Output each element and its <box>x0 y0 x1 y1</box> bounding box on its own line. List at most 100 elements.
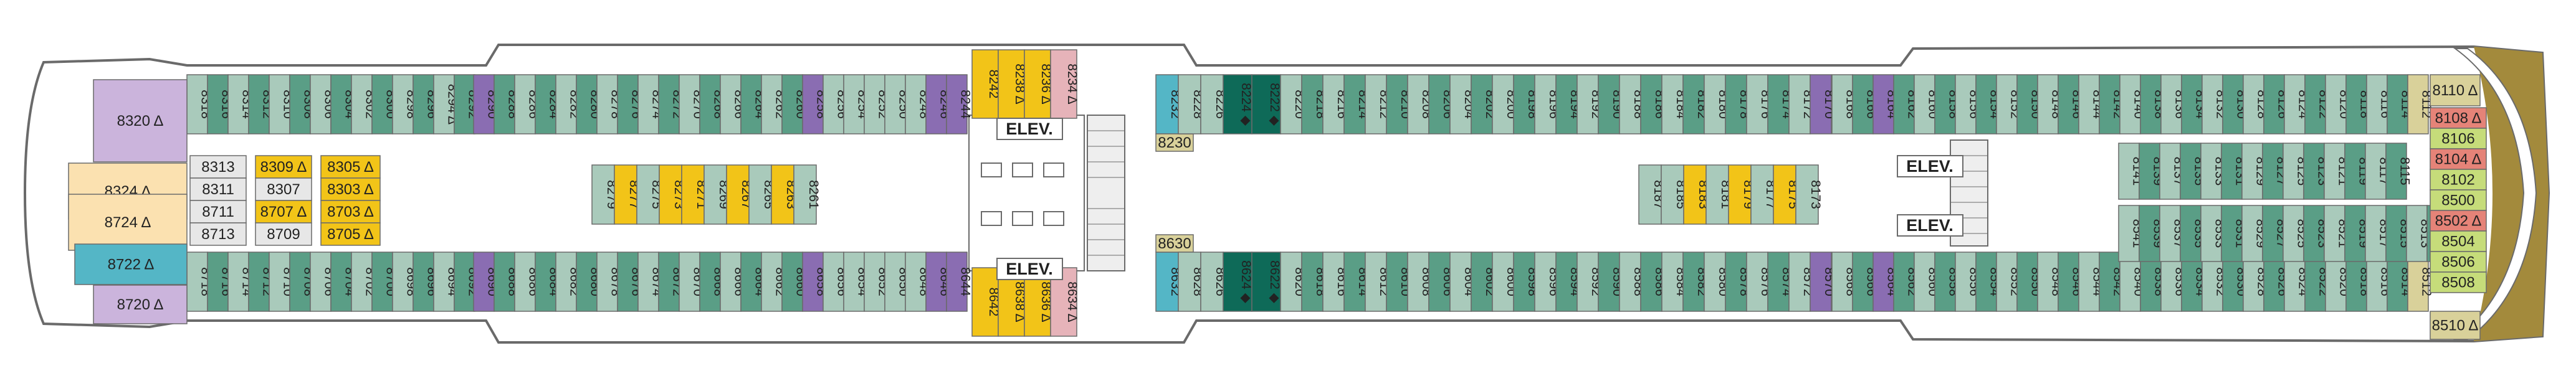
cabin-8512[interactable]: 8512 <box>2407 252 2434 312</box>
cabin-8630[interactable]: 8630 <box>1155 234 1194 253</box>
cabin-8132[interactable]: 8132 <box>2202 74 2228 134</box>
cabin-8131[interactable]: 8131 <box>2221 143 2248 200</box>
cabin-8180[interactable]: 8180 <box>1704 74 1730 134</box>
cabin-8707[interactable]: 8707 Δ <box>255 200 312 224</box>
bow-cabin[interactable]: 8108 Δ <box>2430 107 2487 129</box>
cabin-8622[interactable]: 8622 ◆ <box>1251 252 1282 312</box>
cabin-8266[interactable]: 8266 <box>720 74 747 134</box>
cabin-8305[interactable]: 8305 Δ <box>320 155 381 179</box>
cabin-8602[interactable]: 8602 <box>1471 252 1497 312</box>
cabin-8698[interactable]: 8698 <box>392 252 419 312</box>
bow-cabin[interactable]: 8102 <box>2430 169 2487 191</box>
cabin-8174[interactable]: 8174 <box>1767 74 1794 134</box>
cabin-8309[interactable]: 8309 Δ <box>255 155 312 179</box>
cabin-8296[interactable]: 8296 <box>413 74 439 134</box>
cabin-8713[interactable]: 8713 <box>189 222 247 246</box>
cabin-8711[interactable]: 8711 <box>189 200 247 224</box>
cabin-8539[interactable]: 8539 <box>2139 205 2165 262</box>
bow-cabin-8110[interactable]: 8110 Δ <box>2430 74 2481 106</box>
cabin-8624[interactable]: 8624 ◆ <box>1223 252 1253 312</box>
cabin-8562[interactable]: 8562 <box>1893 252 1920 312</box>
cabin-8248[interactable]: 8248 <box>905 74 932 134</box>
cabin-8238[interactable]: 8238 Δ <box>998 49 1027 119</box>
cabin-8517[interactable]: 8517 <box>2365 205 2392 262</box>
cabin-8192[interactable]: 8192 <box>1577 74 1603 134</box>
cabin-8610[interactable]: 8610 <box>1386 252 1413 312</box>
cabin-8586[interactable]: 8586 <box>1640 252 1667 312</box>
cabin-8122[interactable]: 8122 <box>2304 74 2331 134</box>
cabin-8269[interactable]: 8269 <box>704 164 731 225</box>
cabin-8234[interactable]: 8234 Δ <box>1050 49 1079 119</box>
cabin-8230[interactable]: 8230 <box>1155 133 1194 152</box>
cabin-8154[interactable]: 8154 <box>1975 74 2002 134</box>
cabin-8642[interactable]: 8642 <box>971 267 1001 337</box>
cabin-8568[interactable]: 8568 <box>1831 252 1858 312</box>
bow-cabin[interactable]: 8106 <box>2430 128 2487 149</box>
cabin-8548[interactable]: 8548 <box>2037 252 2064 312</box>
bow-cabin[interactable]: 8104 Δ <box>2430 148 2487 170</box>
cabin-8533[interactable]: 8533 <box>2200 205 2227 262</box>
suite-8722[interactable]: 8722 Δ <box>74 243 188 285</box>
cabin-8308[interactable]: 8308 <box>289 74 316 134</box>
cabin-8644[interactable]: 8644 <box>946 252 973 312</box>
cabin-8616[interactable]: 8616 <box>1322 252 1349 312</box>
cabin-8530[interactable]: 8530 <box>2222 252 2249 312</box>
cabin-8252[interactable]: 8252 <box>864 74 890 134</box>
bow-cabin[interactable]: 8500 <box>2430 189 2487 211</box>
cabin-8518[interactable]: 8518 <box>2345 252 2372 312</box>
cabin-8313[interactable]: 8313 <box>189 155 247 179</box>
cabin-8572[interactable]: 8572 <box>1788 252 1815 312</box>
cabin-8303[interactable]: 8303 Δ <box>320 177 381 201</box>
cabin-8175[interactable]: 8175 <box>1773 164 1800 225</box>
cabin-8686[interactable]: 8686 <box>514 252 541 312</box>
cabin-8656[interactable]: 8656 <box>823 252 849 312</box>
cabin-8596[interactable]: 8596 <box>1534 252 1561 312</box>
cabin-8532[interactable]: 8532 <box>2202 252 2228 312</box>
suite-8320[interactable]: 8320 Δ <box>93 79 188 162</box>
bow-cabin[interactable]: 8506 <box>2430 251 2487 273</box>
cabin-8618[interactable]: 8618 <box>1301 252 1328 312</box>
cabin-8133[interactable]: 8133 <box>2200 143 2227 200</box>
cabin-8534[interactable]: 8534 <box>2181 252 2208 312</box>
cabin-8316[interactable]: 8316 <box>207 74 234 134</box>
cabin-8608[interactable]: 8608 <box>1407 252 1434 312</box>
cabin-8173[interactable]: 8173 <box>1795 164 1823 225</box>
cabin-8709[interactable]: 8709 <box>255 222 312 246</box>
cabin-8584[interactable]: 8584 <box>1661 252 1688 312</box>
cabin-8129[interactable]: 8129 <box>2241 143 2268 200</box>
suite-8724[interactable]: 8724 Δ <box>68 194 188 251</box>
cabin-8261[interactable]: 8261 <box>793 164 821 225</box>
cabin-8692[interactable]: 8692 <box>454 252 480 312</box>
cabin-8172[interactable]: 8172 <box>1788 74 1815 134</box>
cabin-8278[interactable]: 8278 <box>596 74 623 134</box>
cabin-8222[interactable]: 8222 ◆ <box>1251 74 1282 134</box>
cabin-8273[interactable]: 8273 <box>659 164 686 225</box>
cabin-8196[interactable]: 8196 <box>1534 74 1561 134</box>
cabin-8594[interactable]: 8594 <box>1555 252 1582 312</box>
cabin-8190[interactable]: 8190 <box>1598 74 1624 134</box>
bow-cabin[interactable]: 8508 <box>2430 271 2487 293</box>
cabin-8206[interactable]: 8206 <box>1428 74 1455 134</box>
cabin-8200[interactable]: 8200 <box>1492 74 1519 134</box>
cabin-8307[interactable]: 8307 <box>255 177 312 201</box>
cabin-8600[interactable]: 8600 <box>1492 252 1519 312</box>
cabin-8244[interactable]: 8244 <box>946 74 973 134</box>
cabin-8604[interactable]: 8604 <box>1449 252 1476 312</box>
cabin-8705[interactable]: 8705 Δ <box>320 222 381 246</box>
cabin-8115[interactable]: 8115 <box>2385 143 2412 200</box>
cabin-8680[interactable]: 8680 <box>576 252 603 312</box>
cabin-8710[interactable]: 8710 <box>269 252 295 312</box>
cabin-8254[interactable]: 8254 <box>843 74 870 134</box>
bow-cabin[interactable]: 8504 <box>2430 230 2487 252</box>
bow-cabin-8510[interactable]: 8510 Δ <box>2430 311 2481 340</box>
bow-cabin[interactable]: 8502 Δ <box>2430 210 2487 232</box>
cabin-8242[interactable]: 8242 <box>971 49 1001 119</box>
cabin-8236[interactable]: 8236 Δ <box>1024 49 1053 119</box>
cabin-8224[interactable]: 8224 ◆ <box>1223 74 1253 134</box>
cabin-8275[interactable]: 8275 <box>636 164 664 225</box>
cabin-8311[interactable]: 8311 <box>189 177 247 201</box>
cabin-8218[interactable]: 8218 <box>1301 74 1328 134</box>
cabin-8166[interactable]: 8166 <box>1852 74 1879 134</box>
cabin-8198[interactable]: 8198 <box>1513 74 1540 134</box>
suite-8720[interactable]: 8720 Δ <box>93 285 188 324</box>
